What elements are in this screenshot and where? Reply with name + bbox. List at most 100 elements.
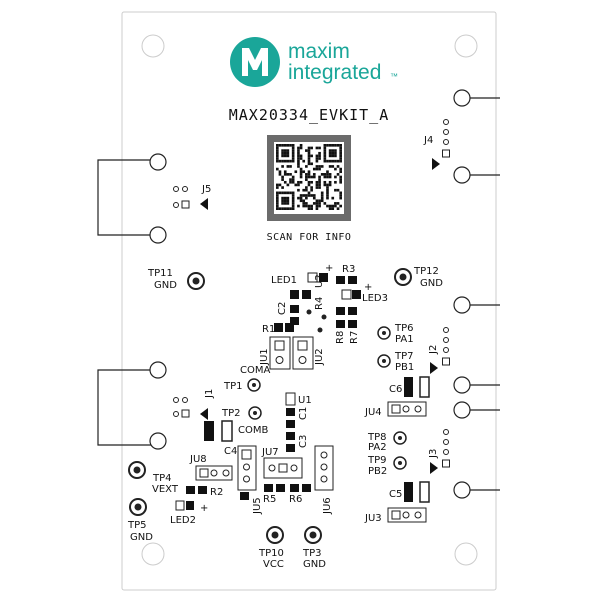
svg-text:+: + bbox=[364, 282, 372, 293]
svg-text:C6: C6 bbox=[389, 384, 402, 395]
connector-j2: J2 bbox=[428, 296, 500, 394]
svg-text:R6: R6 bbox=[289, 494, 302, 505]
mounting-hole bbox=[454, 34, 478, 58]
svg-text:R4: R4 bbox=[314, 297, 325, 310]
svg-text:R5: R5 bbox=[263, 494, 276, 505]
svg-text:R7: R7 bbox=[349, 331, 360, 344]
svg-text:JU6: JU6 bbox=[322, 497, 333, 515]
resistor-r2-led2: R2 + LED2 bbox=[170, 486, 223, 526]
svg-text:C1: C1 bbox=[298, 407, 309, 420]
svg-text:U2: U2 bbox=[314, 274, 325, 288]
testpoint-tp10: TP10 VCC bbox=[258, 526, 284, 570]
jumper-ju4: JU4 bbox=[364, 401, 427, 418]
capacitor-c4: C4 bbox=[204, 420, 237, 457]
qr-code bbox=[267, 135, 351, 221]
svg-text:JU3: JU3 bbox=[364, 513, 382, 524]
ic-u1: U1 C1 C3 bbox=[285, 392, 312, 452]
svg-text:LED2: LED2 bbox=[170, 515, 196, 526]
testpoint-tp11: TP11 GND bbox=[147, 268, 205, 291]
svg-text:TP5: TP5 bbox=[127, 520, 147, 531]
testpoint-tp12: TP12 GND bbox=[394, 266, 443, 289]
svg-text:PA1: PA1 bbox=[395, 334, 414, 345]
mounting-hole bbox=[454, 542, 478, 566]
svg-text:TP11: TP11 bbox=[147, 268, 173, 279]
svg-text:LED1: LED1 bbox=[271, 275, 297, 286]
svg-text:JU1: JU1 bbox=[259, 348, 270, 366]
component-cluster-top: LED1 + R3 R4 U2 + LED3 C2 R8 R7 R1 bbox=[262, 263, 388, 344]
jumper-ju3: JU3 bbox=[364, 507, 427, 524]
label-j2: J2 bbox=[428, 345, 439, 355]
logo-line2: integrated bbox=[288, 61, 381, 84]
svg-text:R2: R2 bbox=[210, 487, 223, 498]
svg-text:JU4: JU4 bbox=[364, 407, 382, 418]
svg-text:VCC: VCC bbox=[263, 559, 284, 570]
svg-text:PB1: PB1 bbox=[395, 362, 414, 373]
connector-j5: J5 bbox=[97, 153, 211, 244]
jumper-ju5: JU5 bbox=[237, 445, 263, 515]
svg-text:PA2: PA2 bbox=[368, 442, 387, 453]
svg-text:+: + bbox=[200, 503, 208, 514]
testpoint-tp1: COMA TP1 bbox=[223, 365, 270, 392]
testpoint-tp6: TP6 PA1 bbox=[377, 323, 414, 345]
svg-text:JU5: JU5 bbox=[252, 497, 263, 515]
connector-j4: J4 bbox=[423, 89, 500, 184]
svg-text:TP3: TP3 bbox=[302, 548, 322, 559]
svg-text:TP1: TP1 bbox=[223, 381, 243, 392]
logo-tm: ™ bbox=[390, 72, 398, 81]
mounting-hole bbox=[141, 34, 165, 58]
svg-text:C5: C5 bbox=[389, 489, 402, 500]
testpoint-tp5: TP5 GND bbox=[127, 498, 153, 543]
testpoint-tp9: TP9 PB2 bbox=[367, 455, 407, 477]
svg-text:VEXT: VEXT bbox=[152, 484, 179, 495]
jumper-ju1-ju2: JU1 JU2 bbox=[259, 336, 325, 370]
qr-caption: SCAN FOR INFO bbox=[267, 232, 352, 243]
testpoint-tp2: TP2 COMB bbox=[221, 406, 268, 436]
label-j4: J4 bbox=[423, 135, 433, 146]
svg-text:TP10: TP10 bbox=[258, 548, 284, 559]
svg-text:COMB: COMB bbox=[238, 425, 268, 436]
jumper-ju8: JU8 bbox=[189, 454, 233, 481]
testpoint-tp8: TP8 PA2 bbox=[367, 431, 407, 453]
svg-text:GND: GND bbox=[130, 532, 153, 543]
svg-text:JU2: JU2 bbox=[314, 348, 325, 366]
connector-j1: J1 bbox=[97, 361, 215, 450]
svg-text:JU8: JU8 bbox=[189, 454, 207, 465]
testpoint-tp4: TP4 VEXT bbox=[128, 461, 179, 495]
svg-text:+: + bbox=[325, 263, 333, 274]
label-j3: J3 bbox=[428, 449, 439, 459]
svg-text:LED3: LED3 bbox=[362, 293, 388, 304]
svg-text:R1: R1 bbox=[262, 324, 275, 335]
svg-text:JU7: JU7 bbox=[261, 447, 279, 458]
svg-text:R3: R3 bbox=[342, 264, 355, 275]
svg-text:COMA: COMA bbox=[240, 365, 270, 376]
svg-text:C4: C4 bbox=[224, 446, 237, 457]
svg-text:GND: GND bbox=[420, 278, 443, 289]
jumper-ju6: JU6 bbox=[314, 445, 334, 515]
maxim-logo: maxim integrated ™ bbox=[230, 37, 398, 87]
svg-text:TP7: TP7 bbox=[394, 351, 414, 362]
svg-text:PB2: PB2 bbox=[368, 466, 387, 477]
svg-text:TP6: TP6 bbox=[394, 323, 414, 334]
capacitor-c5: C5 bbox=[389, 481, 430, 503]
svg-text:TP2: TP2 bbox=[221, 408, 241, 419]
board-outline bbox=[121, 11, 497, 591]
svg-text:GND: GND bbox=[154, 280, 177, 291]
jumper-ju7: JU7 bbox=[261, 447, 303, 479]
svg-text:R8: R8 bbox=[335, 331, 346, 344]
svg-text:C2: C2 bbox=[277, 302, 288, 315]
mounting-hole bbox=[141, 542, 165, 566]
connector-j3: J3 bbox=[428, 401, 500, 499]
logo-line1: maxim bbox=[288, 40, 350, 63]
svg-text:TP4: TP4 bbox=[152, 473, 172, 484]
svg-text:TP8: TP8 bbox=[367, 432, 387, 443]
svg-text:TP9: TP9 bbox=[367, 455, 387, 466]
label-j1: J1 bbox=[204, 389, 215, 399]
svg-text:U1: U1 bbox=[298, 395, 312, 406]
svg-text:C3: C3 bbox=[298, 435, 309, 448]
capacitor-c6: C6 bbox=[389, 376, 430, 398]
svg-text:GND: GND bbox=[303, 559, 326, 570]
resistors-r5-r6: R5 R6 bbox=[263, 484, 311, 505]
testpoint-tp3: TP3 GND bbox=[302, 526, 326, 570]
testpoint-tp7: TP7 PB1 bbox=[377, 351, 414, 373]
